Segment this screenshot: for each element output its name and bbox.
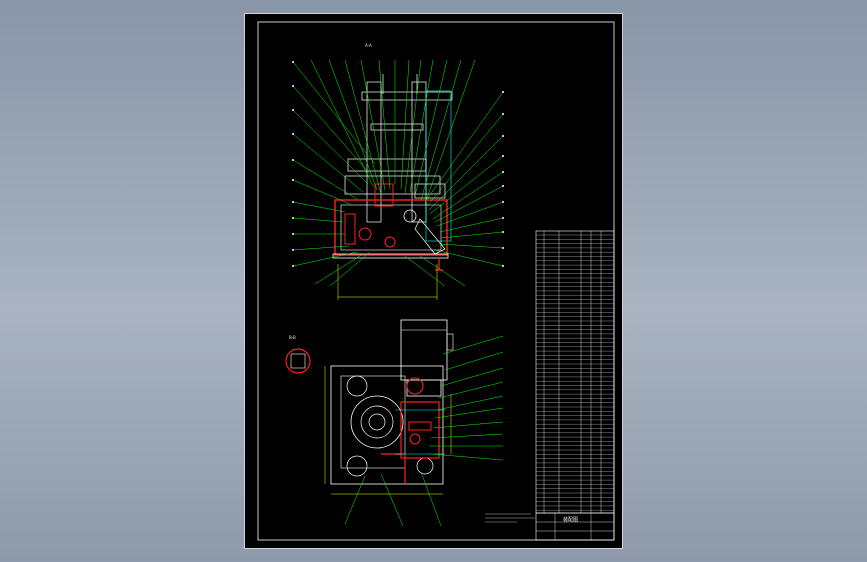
title-block: 装配图 <box>535 512 615 541</box>
parts-list-table <box>535 230 615 514</box>
cad-drawing: A-A B-B <box>257 21 615 541</box>
section-label: B-B <box>289 335 296 340</box>
title-block-title: 装配图 <box>563 516 578 523</box>
top-view-label: A-A <box>365 43 372 48</box>
plan-view: B-B <box>285 319 535 527</box>
drawing-sheet: A-A B-B <box>244 13 623 549</box>
front-view: A-A <box>292 43 504 300</box>
